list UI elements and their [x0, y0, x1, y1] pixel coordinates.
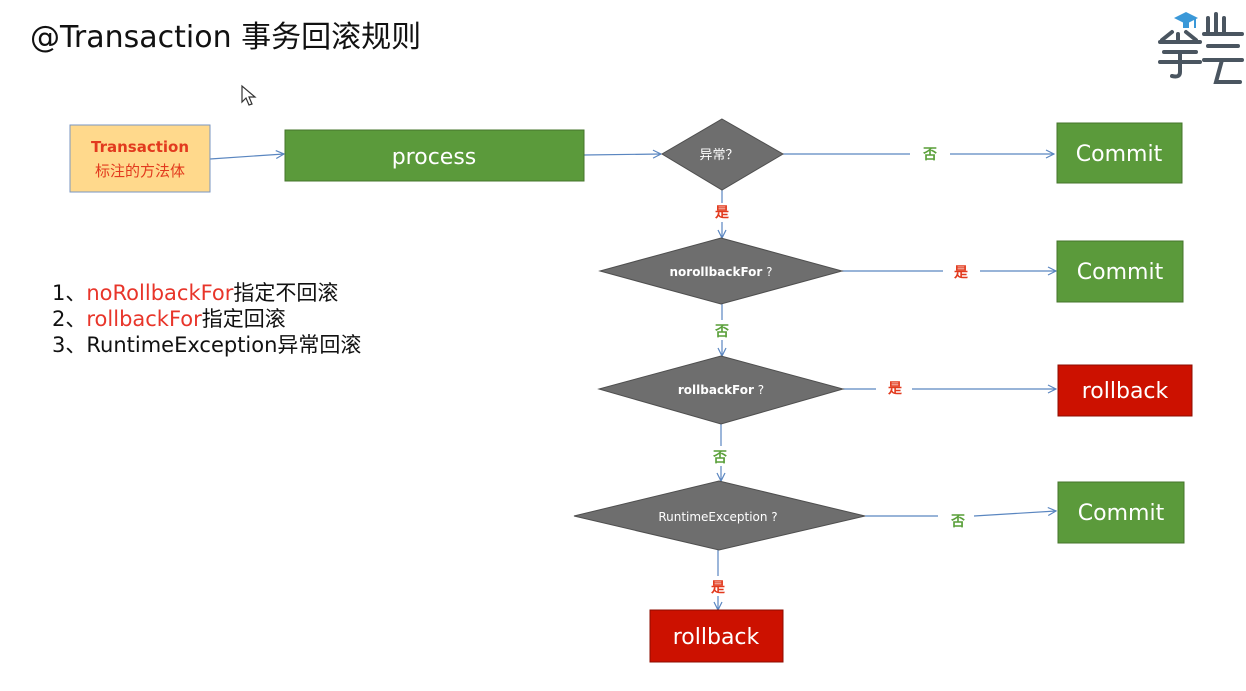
connectors: [209, 154, 1056, 610]
commit-node-3: [1057, 481, 1185, 544]
rule-3-text: 3、RuntimeException异常回滚: [52, 333, 362, 357]
process-label: process: [392, 145, 477, 170]
arrow-d4-no-commit: [973, 511, 1056, 517]
commit-label-1: Commit: [1076, 142, 1163, 167]
rule-1: 1、noRollbackFor指定不回滚: [52, 280, 361, 306]
label-d2-yes: 是: [954, 265, 969, 281]
rules-list: 1、noRollbackFor指定不回滚 2、rollbackFor指定回滚 3…: [52, 280, 361, 358]
arrow-process-to-d1: [583, 154, 661, 155]
label-d4-no: 否: [950, 514, 965, 530]
rule-1-keyword: noRollbackFor: [86, 281, 234, 305]
label-d3-no: 否: [712, 450, 727, 466]
label-d2-no: 否: [714, 324, 729, 340]
rollback-node-2: [649, 609, 784, 663]
rule-2-number: 2、: [52, 307, 87, 331]
decision-runtimeexception: [573, 480, 866, 551]
rollback-label-1: rollback: [1082, 379, 1169, 404]
decision-rollbackfor-label: rollbackFor ?: [678, 383, 764, 397]
label-d1-no: 否: [922, 147, 937, 163]
start-node: [69, 124, 211, 193]
decision-exception-label: 异常？: [699, 148, 738, 163]
commit-node-1: [1056, 122, 1183, 184]
decision-exception: [661, 118, 784, 191]
commit-label-3: Commit: [1078, 501, 1165, 526]
label-d1-yes: 是: [715, 205, 730, 221]
decision-norollbackfor: [598, 237, 844, 305]
decision-runtimeexception-label: RuntimeException ?: [658, 510, 777, 524]
commit-node-2: [1056, 240, 1184, 303]
label-d3-yes: 是: [888, 381, 903, 397]
start-node-line2: 标注的方法体: [95, 162, 185, 180]
arrow-start-to-process: [209, 154, 284, 160]
rollback-node-1: [1057, 364, 1193, 417]
rollback-label-2: rollback: [673, 625, 760, 650]
rule-3: 3、RuntimeException异常回滚: [52, 332, 361, 358]
graduation-cap-logo-icon: [1158, 12, 1244, 84]
rule-2-keyword: rollbackFor: [86, 307, 202, 331]
cropped-footer: [0, 680, 1246, 691]
label-d4-yes: 是: [711, 580, 726, 596]
rule-1-number: 1、: [52, 281, 87, 305]
rule-2-text: 指定回滚: [201, 307, 286, 331]
start-node-line1: Transaction: [91, 138, 189, 156]
rule-1-text: 指定不回滚: [233, 281, 339, 305]
rule-2: 2、rollbackFor指定回滚: [52, 306, 361, 332]
page-title: @Transaction 事务回滚规则: [30, 20, 422, 55]
process-node: [284, 129, 585, 182]
decision-norollbackfor-label: norollbackFor ?: [669, 265, 772, 279]
commit-label-2: Commit: [1077, 260, 1164, 285]
decision-rollbackfor: [597, 355, 845, 425]
mouse-pointer-icon: [241, 84, 257, 106]
